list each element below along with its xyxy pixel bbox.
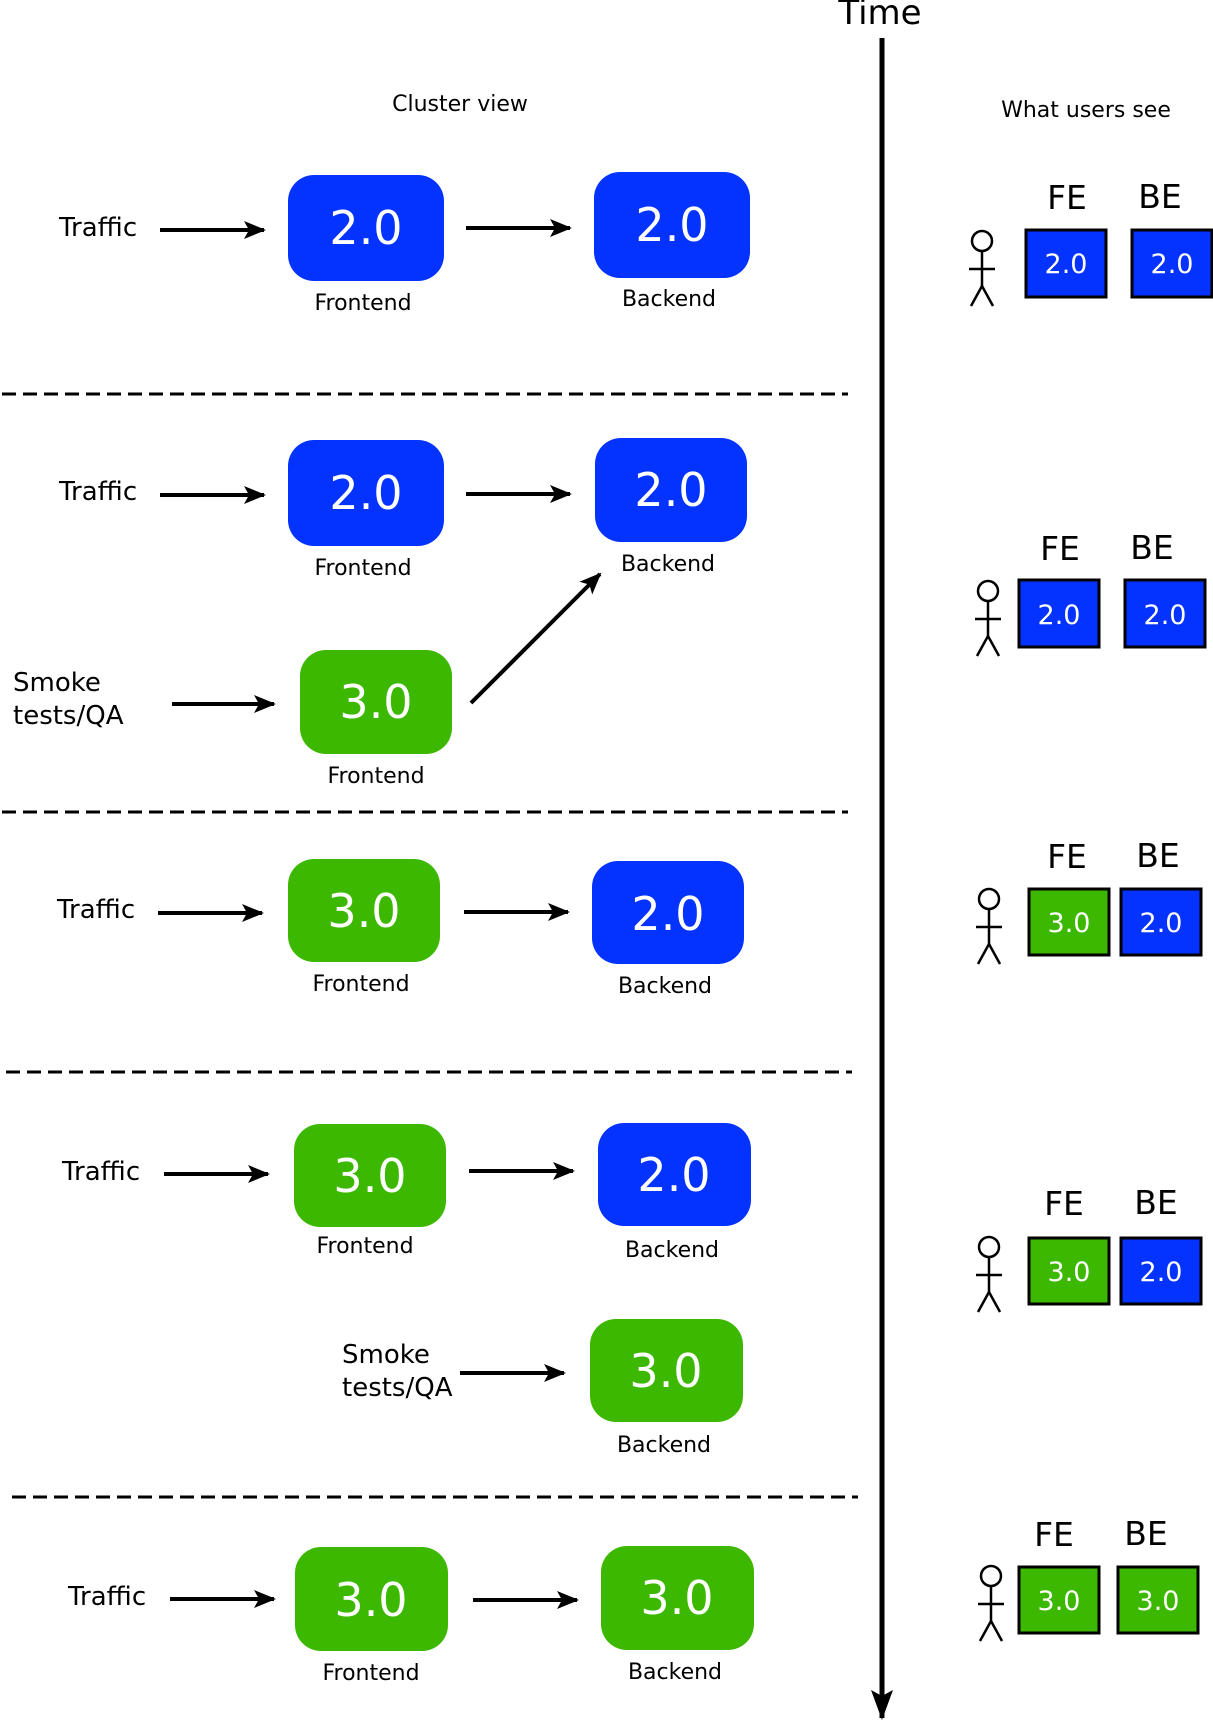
stage-4: Traffic 3.0 Frontend 2.0 Backend Smoke t… <box>61 1123 1203 1458</box>
fe-label: FE <box>1047 178 1087 217</box>
frontend-version: 2.0 <box>329 201 402 255</box>
stage-1: Traffic 2.0 Frontend 2.0 Backend FE BE 2… <box>58 172 1213 316</box>
time-label: Time <box>837 0 921 33</box>
time-axis: Time <box>837 0 922 1720</box>
fe-version-text: 2.0 <box>1038 600 1081 631</box>
be-label: BE <box>1124 1514 1168 1553</box>
users-view-label: What users see <box>1001 98 1171 123</box>
frontend-canary-version: 3.0 <box>339 675 412 729</box>
user-icon <box>976 1564 1006 1643</box>
user-icon <box>973 579 1003 658</box>
be-label: BE <box>1130 528 1174 567</box>
backend-node <box>594 172 750 278</box>
canary-to-backend-arrow <box>469 572 602 705</box>
user-icon <box>974 1235 1004 1314</box>
be-label: BE <box>1134 1183 1178 1222</box>
backend-caption: Backend <box>618 974 712 999</box>
backend-version: 2.0 <box>631 887 704 941</box>
fe-version-text: 2.0 <box>1045 249 1088 280</box>
frontend-caption: Frontend <box>322 1661 419 1686</box>
traffic-label: Traffic <box>61 1157 140 1187</box>
backend-node <box>601 1546 754 1650</box>
backend-version: 3.0 <box>640 1571 713 1625</box>
backend-canary-caption: Backend <box>617 1433 711 1458</box>
fe-label: FE <box>1040 529 1080 568</box>
qa-label: Smoke tests/QA <box>13 668 124 731</box>
fe-label: FE <box>1047 837 1087 876</box>
fe-version-box <box>1027 887 1111 957</box>
backend-node <box>598 1123 751 1226</box>
frontend-caption: Frontend <box>316 1234 413 1259</box>
user-icon <box>967 229 997 308</box>
fe-version-box <box>1017 1565 1101 1635</box>
frontend-canary-node <box>300 650 452 754</box>
frontend-node <box>288 175 444 281</box>
stage-2: Traffic 2.0 Frontend 2.0 Backend Smoke t… <box>13 438 1207 789</box>
backend-caption: Backend <box>621 552 715 577</box>
fe-version-text: 3.0 <box>1048 1257 1091 1288</box>
fe-version-box <box>1017 578 1101 649</box>
traffic-label: Traffic <box>56 895 135 925</box>
fe-version-text: 3.0 <box>1038 1586 1081 1617</box>
fe-label: FE <box>1034 1515 1074 1554</box>
backend-canary-node <box>590 1319 743 1422</box>
backend-node <box>592 861 744 964</box>
backend-caption: Backend <box>622 287 716 312</box>
frontend-version: 3.0 <box>333 1149 406 1203</box>
frontend-canary-caption: Frontend <box>327 764 424 789</box>
be-version-box <box>1123 578 1207 649</box>
backend-caption: Backend <box>628 1660 722 1685</box>
backend-caption: Backend <box>625 1238 719 1263</box>
fe-version-text: 3.0 <box>1048 908 1091 939</box>
be-version-box <box>1116 1565 1200 1635</box>
be-label: BE <box>1138 177 1182 216</box>
frontend-caption: Frontend <box>312 972 409 997</box>
frontend-version: 3.0 <box>334 1573 407 1627</box>
backend-version: 2.0 <box>634 463 707 517</box>
frontend-caption: Frontend <box>314 556 411 581</box>
traffic-label: Traffic <box>67 1582 146 1612</box>
frontend-version: 2.0 <box>329 466 402 520</box>
be-version-text: 2.0 <box>1144 600 1187 631</box>
stage-5: Traffic 3.0 Frontend 3.0 Backend FE BE 3… <box>67 1514 1200 1686</box>
frontend-caption: Frontend <box>314 291 411 316</box>
fe-label: FE <box>1044 1184 1084 1223</box>
backend-version: 2.0 <box>635 198 708 252</box>
fe-version-box <box>1024 228 1108 299</box>
qa-label: Smoke tests/QA <box>342 1340 453 1403</box>
backend-canary-version: 3.0 <box>629 1344 702 1398</box>
frontend-version: 3.0 <box>327 884 400 938</box>
backend-version: 2.0 <box>637 1148 710 1202</box>
backend-node <box>595 438 747 542</box>
user-icon <box>974 887 1004 966</box>
frontend-node <box>288 440 444 546</box>
be-version-box <box>1130 228 1213 299</box>
cluster-view-label: Cluster view <box>392 92 528 117</box>
be-version-box <box>1119 1236 1203 1306</box>
frontend-node <box>294 1124 446 1227</box>
be-label: BE <box>1136 836 1180 875</box>
be-version-box <box>1119 887 1203 957</box>
be-version-text: 3.0 <box>1137 1586 1180 1617</box>
fe-version-box <box>1027 1236 1111 1306</box>
stage-dividers <box>2 392 858 1499</box>
be-version-text: 2.0 <box>1140 908 1183 939</box>
frontend-node <box>288 859 440 962</box>
traffic-label: Traffic <box>58 477 137 507</box>
traffic-label: Traffic <box>58 213 137 243</box>
stage-3: Traffic 3.0 Frontend 2.0 Backend FE BE 3… <box>56 836 1203 999</box>
be-version-text: 2.0 <box>1151 249 1194 280</box>
frontend-node <box>295 1547 448 1651</box>
be-version-text: 2.0 <box>1140 1257 1183 1288</box>
